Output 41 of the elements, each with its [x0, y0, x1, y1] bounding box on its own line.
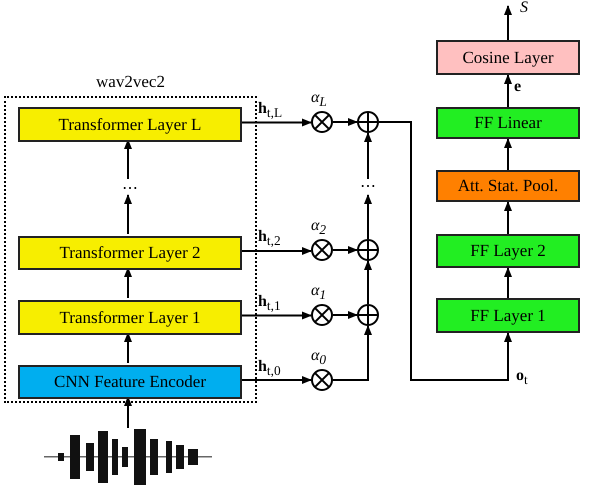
edge-label: h$_{t,1}$ — [258, 294, 281, 313]
arrow — [364, 260, 372, 304]
arrow — [333, 246, 358, 254]
edge-label: o$_{t}$ — [516, 368, 528, 387]
variable-label: α$_{2}$ — [311, 217, 326, 238]
arrow — [240, 312, 312, 320]
variable-label: α$_{0}$ — [311, 347, 326, 368]
arrow — [240, 247, 312, 255]
arrow — [333, 311, 358, 319]
layer-box: Transformer Layer 2 — [18, 236, 242, 270]
variable-label: α$_{L}$ — [311, 89, 327, 110]
layer-box: Transformer Layer 1 — [18, 300, 242, 335]
layer-box: FF Layer 1 — [436, 298, 580, 333]
layer-box: FF Linear — [436, 107, 580, 139]
arrow — [240, 118, 312, 126]
arrow — [504, 138, 512, 170]
arrow — [504, 201, 512, 234]
variable-label: α$_{1}$ — [311, 282, 326, 304]
arrow — [364, 194, 372, 239]
edge-label: h$_{t,0}$ — [258, 359, 281, 378]
arrow — [333, 325, 372, 381]
arrow — [504, 267, 512, 298]
layer-box: Transformer Layer L — [18, 107, 242, 142]
module-title: wav2vec2 — [95, 72, 166, 92]
arrow — [379, 121, 512, 381]
edge-label: h$_{t,L}$ — [258, 101, 282, 120]
layer-box: Cosine Layer — [436, 40, 580, 75]
arrow — [124, 194, 132, 234]
arrow — [240, 376, 312, 384]
ellipsis: ⋯ — [116, 181, 144, 197]
edge-label: e — [514, 79, 522, 95]
arrow — [504, 5, 512, 40]
layer-box: Att. Stat. Pool. — [436, 170, 580, 202]
layer-box: CNN Feature Encoder — [18, 365, 242, 399]
ellipsis: ⋯ — [354, 179, 382, 195]
arrow — [364, 132, 372, 179]
arrow — [333, 118, 358, 126]
edge-label: h$_{t,2}$ — [258, 229, 281, 248]
edge-label: S — [520, 0, 528, 16]
layer-box: FF Layer 2 — [436, 234, 580, 268]
arrow — [504, 74, 512, 107]
